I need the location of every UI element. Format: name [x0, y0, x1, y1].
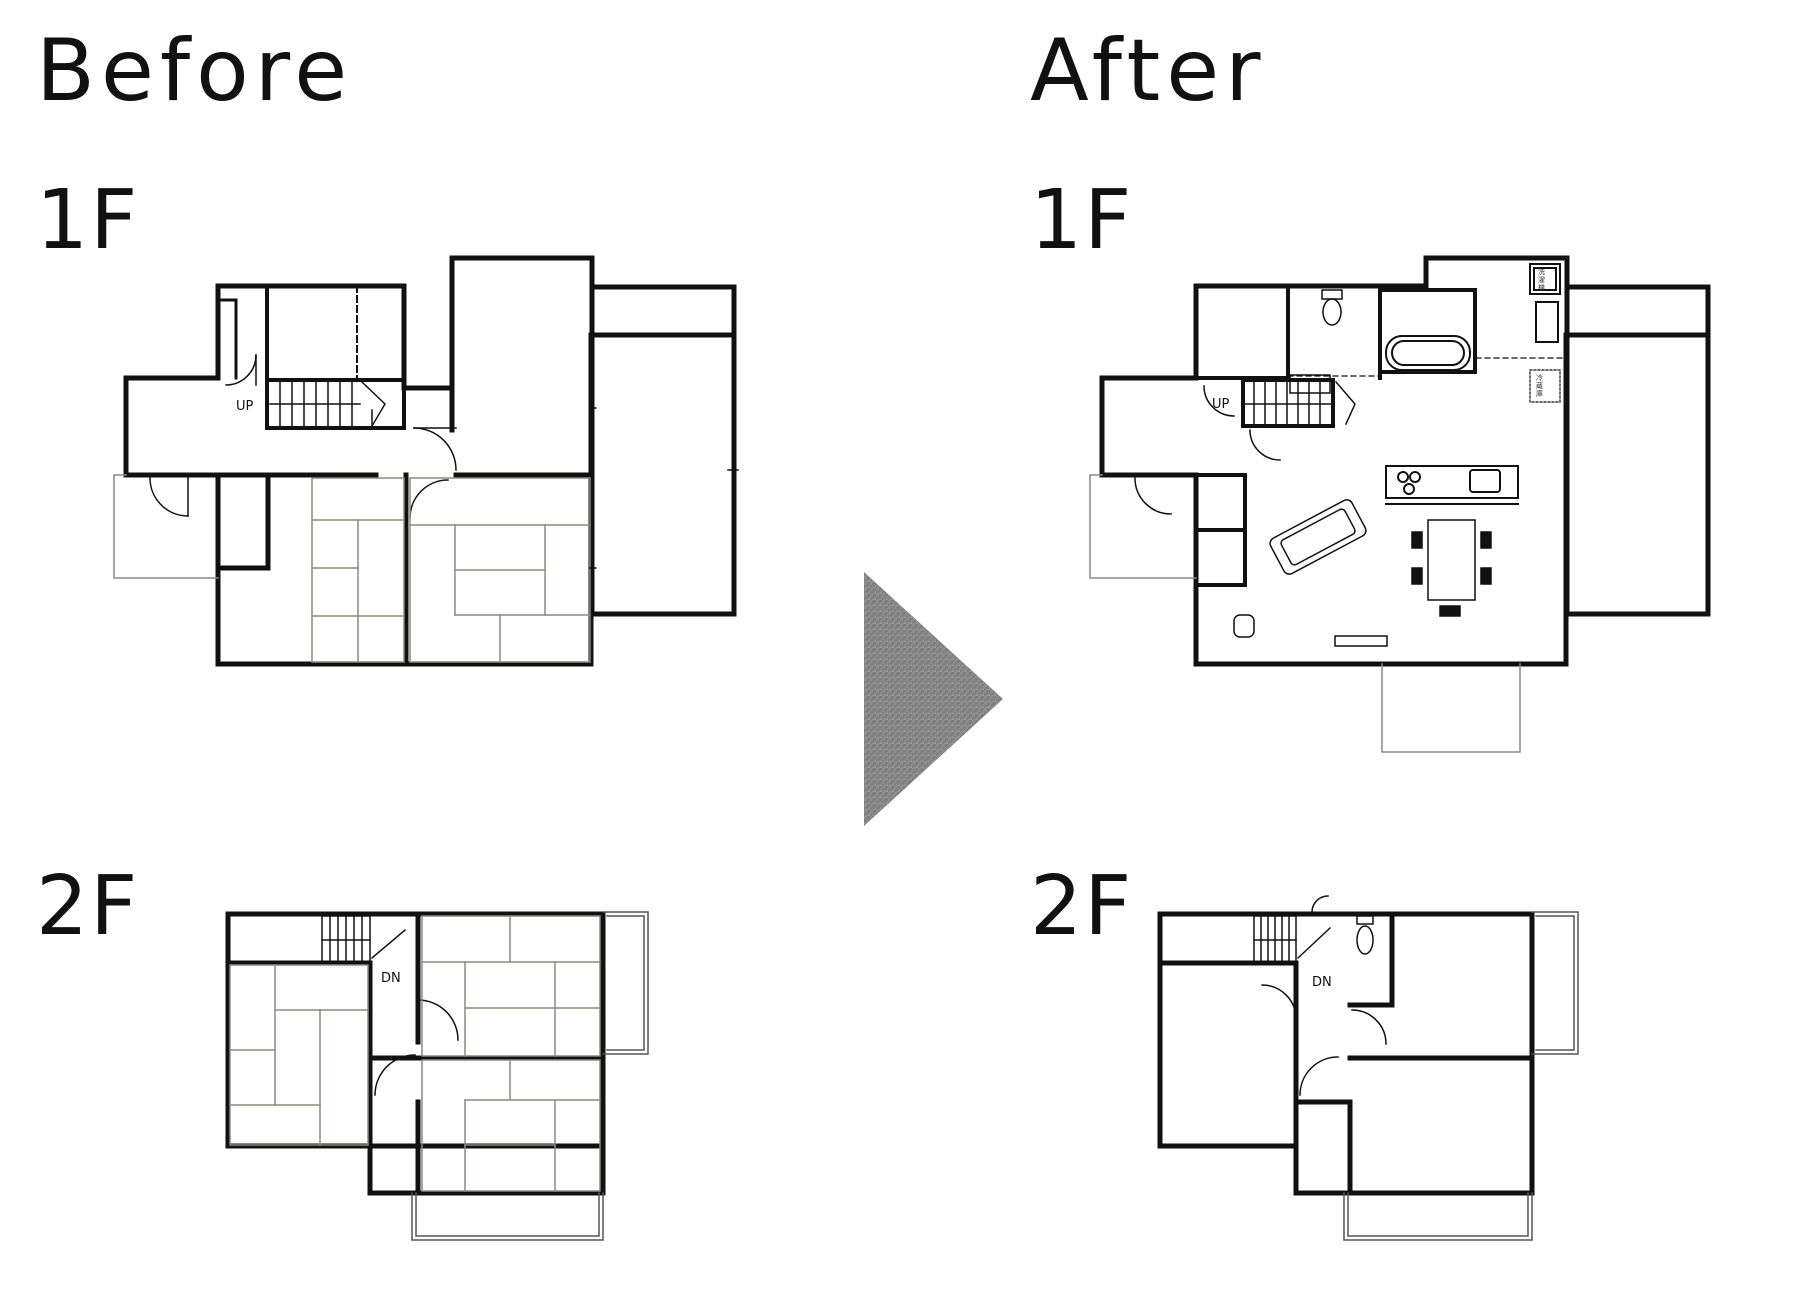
before-1f-up-label: UP: [236, 399, 254, 414]
before-2f-plan: [225, 911, 649, 1241]
svg-text:冷: 冷: [1536, 373, 1543, 382]
svg-text:洗: 洗: [1538, 267, 1545, 276]
before-heading: Before: [36, 21, 354, 121]
svg-text:蔵: 蔵: [1536, 381, 1543, 390]
before-1f-label: 1F: [36, 173, 140, 268]
triangle-arrow-right-icon: [864, 572, 1003, 826]
after-2f-label: 2F: [1030, 859, 1134, 954]
after-1f-up-label: UP: [1212, 397, 1230, 412]
after-1f-plan: [1089, 255, 1711, 753]
svg-text:庫: 庫: [1536, 389, 1543, 398]
before-2f-dn-label: DN: [381, 971, 401, 986]
svg-text:濯: 濯: [1538, 275, 1545, 284]
before-1f-plan: [113, 255, 739, 667]
before-2f-label: 2F: [36, 859, 140, 954]
svg-text:機: 機: [1538, 283, 1545, 292]
after-heading: After: [1030, 21, 1267, 121]
after-2f-plan: [1157, 895, 1579, 1241]
after-1f-label: 1F: [1030, 173, 1134, 268]
fridge-label: 冷 蔵 庫: [1536, 373, 1543, 398]
washer-label: 洗 濯 機: [1538, 267, 1545, 292]
after-2f-dn-label: DN: [1312, 975, 1332, 990]
